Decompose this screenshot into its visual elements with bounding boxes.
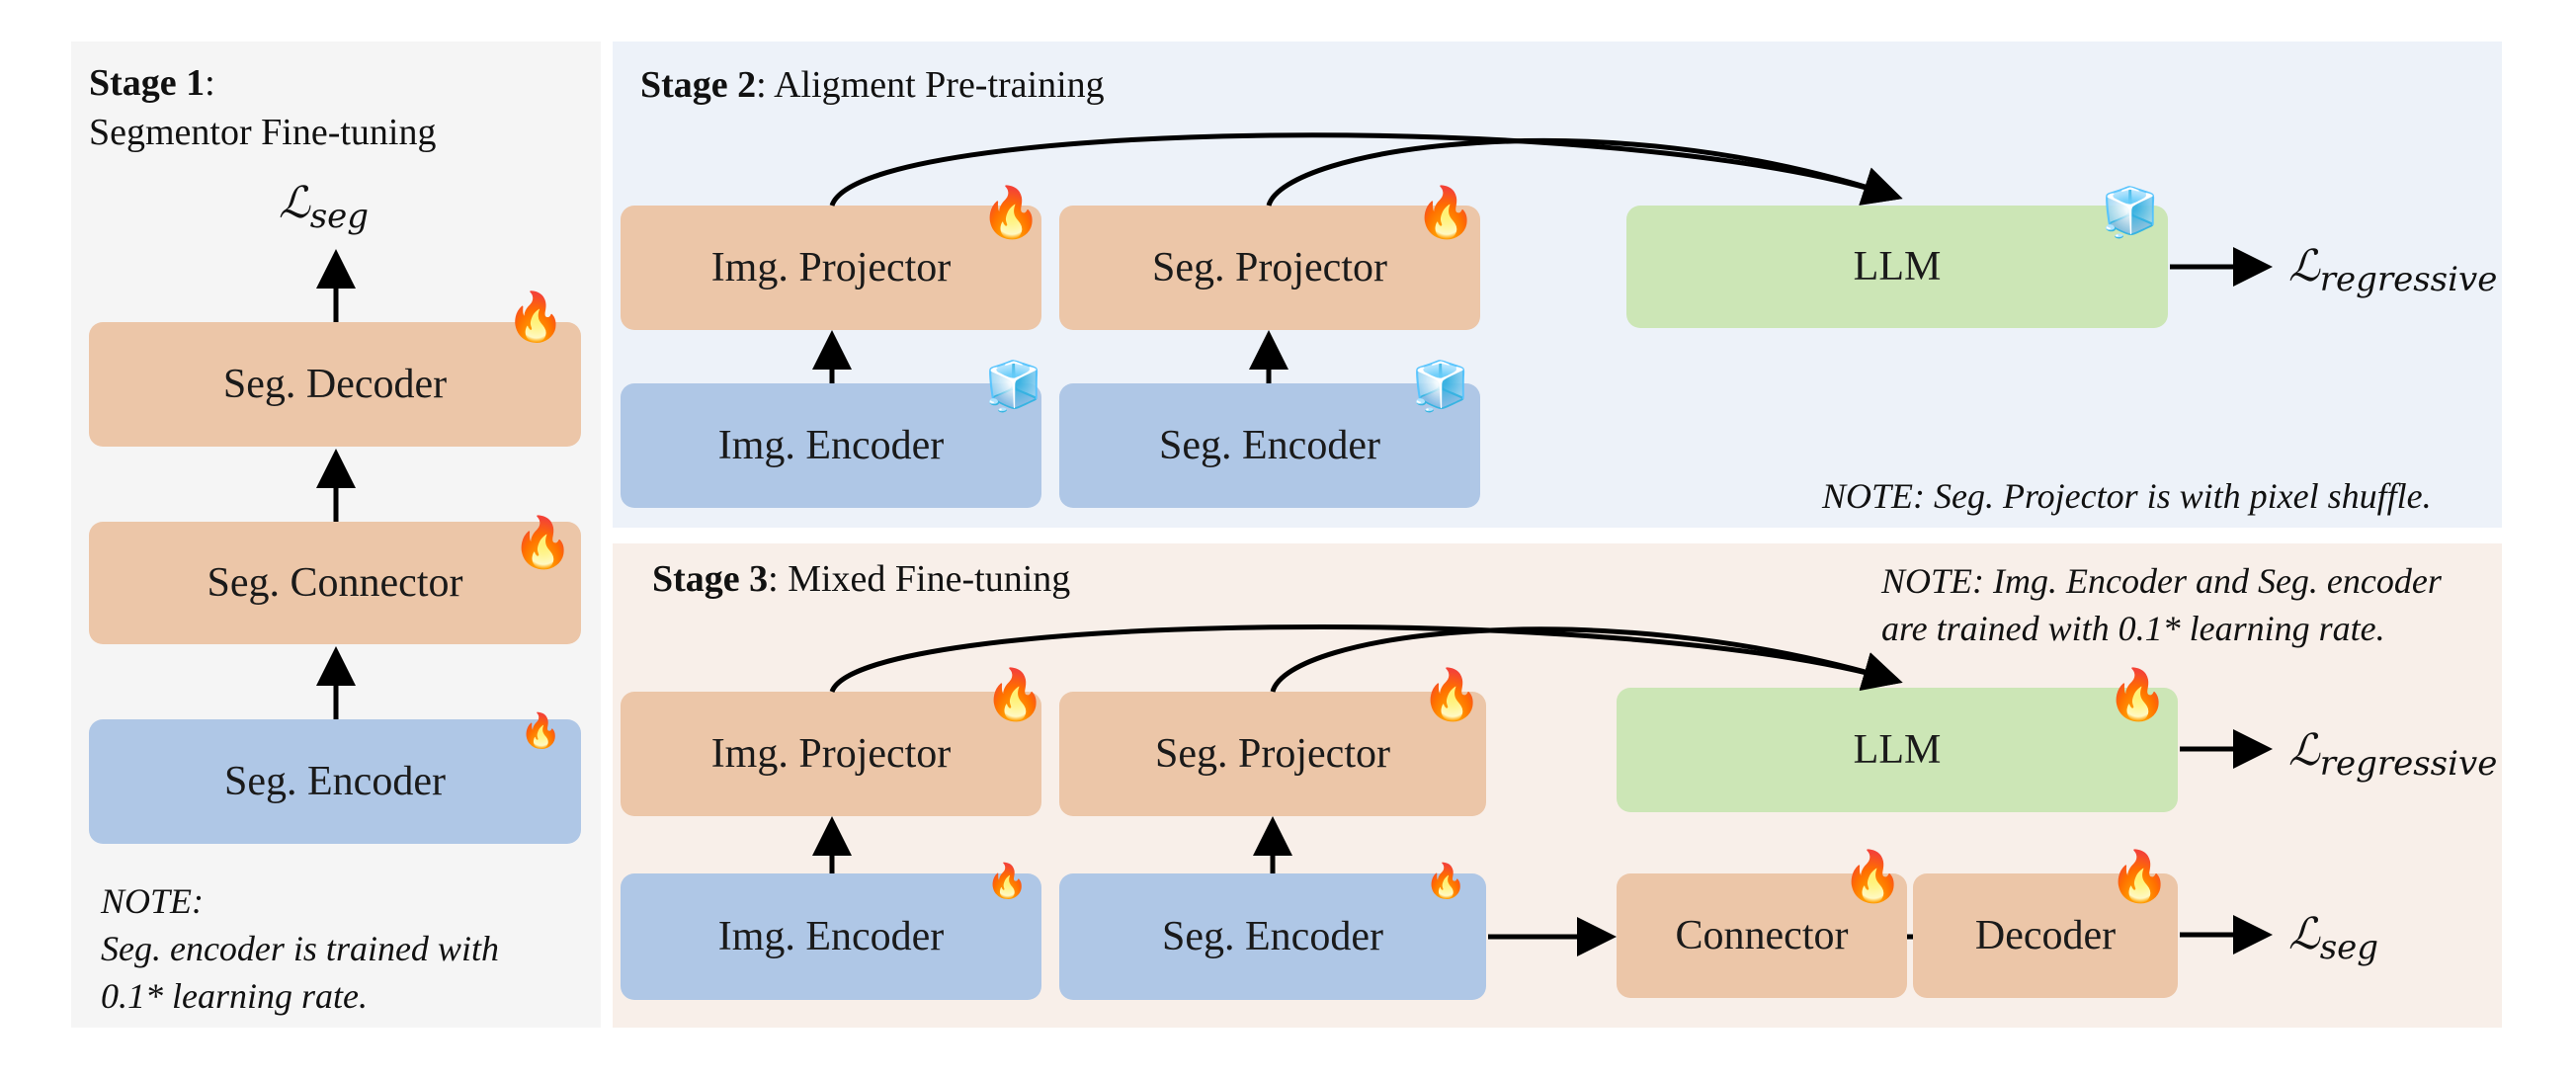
stage3-note: NOTE: Img. Encoder and Seg. encoder are … bbox=[1881, 557, 2442, 652]
stage3-seg-encoder-box: Seg. Encoder bbox=[1059, 873, 1486, 1000]
ice-cube-icon: 🧊 bbox=[984, 359, 1043, 414]
stage2-seg-projector-box: Seg. Projector bbox=[1059, 206, 1480, 330]
fire-icon: 🔥 bbox=[1425, 862, 1467, 901]
loss-symbol: ℒ bbox=[2288, 909, 2320, 959]
loss-symbol: ℒ bbox=[2288, 725, 2320, 776]
stage2-title: Stage 2: Aligment Pre-training bbox=[640, 63, 1105, 107]
stage3-title-rest: : Mixed Fine-tuning bbox=[768, 558, 1071, 600]
stage1-title: Stage 1: bbox=[89, 61, 215, 105]
fire-icon: 🔥 bbox=[984, 666, 1046, 723]
ice-cube-icon: 🧊 bbox=[1411, 359, 1470, 414]
seg-connector-box: Seg. Connector bbox=[89, 522, 581, 644]
arrow-img-projector-to-llm bbox=[829, 132, 1903, 208]
stage3-decoder-box: Decoder bbox=[1913, 873, 2178, 998]
stage2-loss-regressive: ℒregressive bbox=[2288, 241, 2497, 299]
stage3-img-encoder-box: Img. Encoder bbox=[621, 873, 1041, 1000]
stage3-note-line: NOTE: Img. Encoder and Seg. encoder bbox=[1881, 561, 2442, 601]
stage1-loss-seg: ℒseg bbox=[279, 178, 369, 236]
fire-icon: 🔥 bbox=[1842, 848, 1904, 905]
stage3-title-bold: Stage 3 bbox=[652, 558, 769, 600]
arrow-seg-projector-to-llm bbox=[1270, 626, 1903, 693]
stage1-note-line: 0.1* learning rate. bbox=[101, 976, 368, 1016]
stage3-llm-box: LLM bbox=[1617, 688, 2178, 812]
loss-subscript: regressive bbox=[2319, 260, 2498, 299]
arrow-seg-projector-to-llm bbox=[1266, 137, 1903, 207]
stage3-img-projector-box: Img. Projector bbox=[621, 692, 1041, 816]
stage2-title-rest: : Aligment Pre-training bbox=[756, 64, 1105, 106]
stage1-note-line: NOTE: bbox=[101, 881, 205, 921]
stage1-subtitle: Segmentor Fine-tuning bbox=[89, 112, 437, 153]
stage3-loss-seg: ℒseg bbox=[2288, 909, 2378, 967]
stage2-seg-encoder-box: Seg. Encoder bbox=[1059, 383, 1480, 508]
fire-icon: 🔥 bbox=[2107, 666, 2169, 723]
fire-icon: 🔥 bbox=[512, 514, 574, 571]
loss-subscript: seg bbox=[309, 197, 370, 236]
stage3-loss-regressive: ℒregressive bbox=[2288, 725, 2497, 784]
stage1-title-rest: : bbox=[205, 62, 215, 104]
stage2-llm-box: LLM bbox=[1626, 206, 2168, 328]
stage2-img-encoder-box: Img. Encoder bbox=[621, 383, 1041, 508]
fire-icon: 🔥 bbox=[980, 184, 1042, 241]
seg-encoder-box: Seg. Encoder bbox=[89, 719, 581, 844]
loss-symbol: ℒ bbox=[279, 178, 310, 228]
stage2-note: NOTE: Seg. Projector is with pixel shuff… bbox=[1822, 476, 2432, 516]
stage3-title: Stage 3: Mixed Fine-tuning bbox=[652, 557, 1070, 601]
stage2-title-bold: Stage 2 bbox=[640, 64, 757, 106]
arrow-img-projector-to-llm bbox=[829, 623, 1903, 694]
fire-icon: 🔥 bbox=[506, 290, 565, 345]
loss-symbol: ℒ bbox=[2288, 241, 2320, 291]
fire-icon: 🔥 bbox=[986, 862, 1029, 901]
fire-icon: 🔥 bbox=[1421, 666, 1483, 723]
stage3-note-line: are trained with 0.1* learning rate. bbox=[1881, 609, 2385, 648]
loss-subscript: seg bbox=[2319, 928, 2379, 967]
stage1-title-bold: Stage 1 bbox=[89, 62, 206, 104]
stage2-img-projector-box: Img. Projector bbox=[621, 206, 1041, 330]
fire-icon: 🔥 bbox=[2109, 848, 2171, 905]
ice-cube-icon: 🧊 bbox=[2101, 185, 2160, 240]
stage1-note: NOTE: Seg. encoder is trained with 0.1* … bbox=[101, 877, 499, 1020]
stage3-seg-projector-box: Seg. Projector bbox=[1059, 692, 1486, 816]
seg-decoder-box: Seg. Decoder bbox=[89, 322, 581, 447]
stage1-note-line: Seg. encoder is trained with bbox=[101, 929, 499, 968]
fire-icon: 🔥 bbox=[1415, 184, 1477, 241]
stage3-connector-box: Connector bbox=[1617, 873, 1907, 998]
fire-icon: 🔥 bbox=[520, 711, 562, 751]
loss-subscript: regressive bbox=[2319, 744, 2498, 784]
